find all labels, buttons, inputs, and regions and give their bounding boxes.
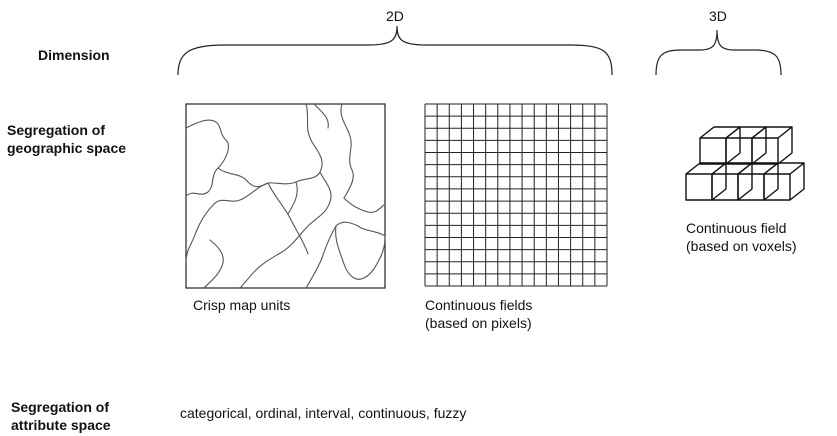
caption-voxels-line2: (based on voxels) [686, 238, 797, 254]
caption-continuous-fields: Continuous fields (based on pixels) [425, 296, 532, 332]
row-label-attribute-line1: Segregation of [11, 399, 110, 415]
header-2d: 2D [386, 8, 404, 24]
row-label-geographic-line1: Segregation of [7, 122, 106, 138]
header-3d: 3D [709, 8, 727, 24]
voxel-cube [763, 162, 805, 201]
crisp-map-image [185, 103, 386, 289]
caption-continuous-fields-line2: (based on pixels) [425, 315, 532, 331]
caption-continuous-field-voxels: Continuous field (based on voxels) [686, 219, 797, 255]
caption-crisp-map-units: Crisp map units [193, 297, 291, 313]
caption-continuous-fields-line1: Continuous fields [425, 297, 533, 313]
row-label-attribute-line2: attribute space [11, 417, 111, 433]
pixel-grid-image [424, 103, 608, 287]
row-label-dimension: Dimension [38, 47, 110, 63]
brace-2d [177, 25, 613, 76]
attribute-types-text: categorical, ordinal, interval, continuo… [180, 405, 467, 421]
row-label-geographic-line2: geographic space [7, 140, 127, 156]
brace-3d [655, 29, 782, 76]
row-label-geographic-space: Segregation of geographic space [7, 121, 126, 157]
voxel-cubes-image [685, 126, 805, 201]
caption-voxels-line1: Continuous field [686, 220, 787, 236]
row-label-attribute-space: Segregation of attribute space [11, 398, 111, 434]
voxel-cube [751, 126, 793, 165]
